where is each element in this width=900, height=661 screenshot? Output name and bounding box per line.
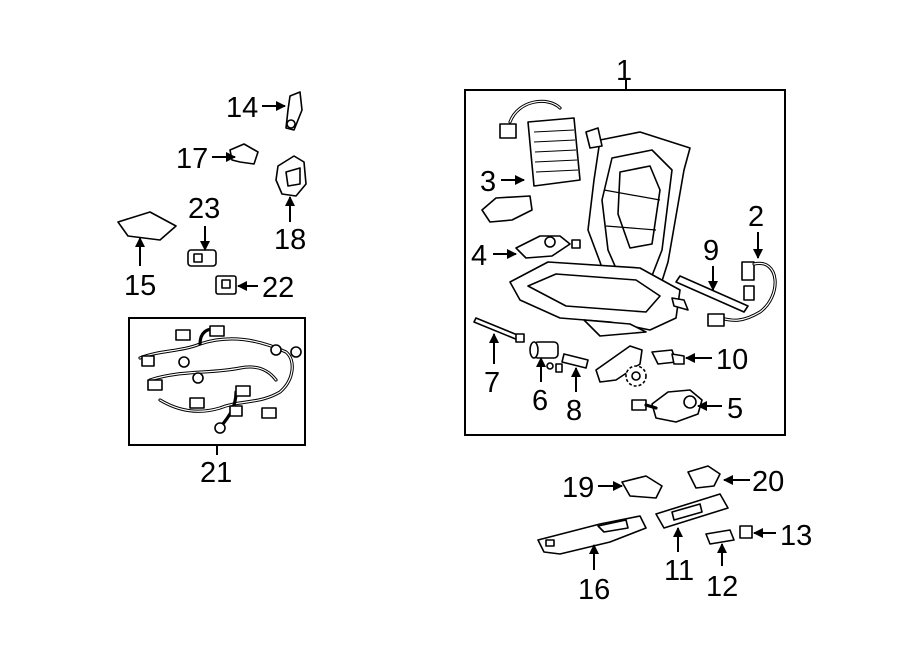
callout-1: 1 — [616, 55, 632, 87]
callout-17: 17 — [176, 143, 208, 175]
callout-7: 7 — [484, 367, 500, 399]
callout-6: 6 — [532, 385, 548, 417]
callout-4: 4 — [471, 240, 487, 272]
callout-20: 20 — [752, 466, 784, 498]
part-18 — [275, 155, 307, 197]
callout-23: 23 — [188, 193, 220, 225]
callout-3: 3 — [480, 166, 496, 198]
part-16 — [537, 515, 647, 555]
callout-12: 12 — [706, 571, 738, 603]
part-20 — [687, 465, 721, 489]
part-11 — [655, 493, 729, 529]
part-8-shaft — [561, 353, 589, 369]
part-5-motor — [631, 389, 703, 423]
callout-5: 5 — [727, 393, 743, 425]
callout-15: 15 — [124, 270, 156, 302]
wiring-harness-box — [128, 317, 306, 455]
part-15 — [117, 211, 177, 241]
callout-8: 8 — [566, 395, 582, 427]
callout-10: 10 — [716, 344, 748, 376]
part-14 — [285, 91, 303, 131]
seat-assembly-box — [464, 80, 786, 436]
part-7-rod — [473, 317, 525, 343]
part-6-motor — [529, 341, 563, 373]
part-10-gear-assembly — [595, 345, 685, 387]
callout-19: 19 — [562, 472, 594, 504]
leader-arrows — [135, 101, 776, 570]
callout-13: 13 — [780, 520, 812, 552]
callout-numbers: 1 2 3 4 5 6 7 8 9 10 11 12 13 14 15 16 1… — [124, 55, 812, 606]
callout-18: 18 — [274, 224, 306, 256]
part-13 — [739, 525, 753, 539]
part-19 — [621, 475, 663, 499]
callout-9: 9 — [703, 235, 719, 267]
callout-22: 22 — [262, 272, 294, 304]
seat-frame-drawing — [481, 99, 691, 337]
part-22 — [215, 275, 237, 295]
part-23 — [187, 249, 217, 267]
part-9-rod — [671, 275, 749, 313]
callout-11: 11 — [664, 555, 694, 587]
part-2-cable — [707, 261, 777, 327]
callout-2: 2 — [748, 201, 764, 233]
callout-14: 14 — [226, 92, 258, 124]
callout-16: 16 — [578, 574, 610, 606]
lumbar-ribs — [533, 129, 579, 173]
part-17 — [229, 143, 259, 165]
part-12 — [705, 529, 735, 545]
callout-21: 21 — [200, 457, 232, 489]
